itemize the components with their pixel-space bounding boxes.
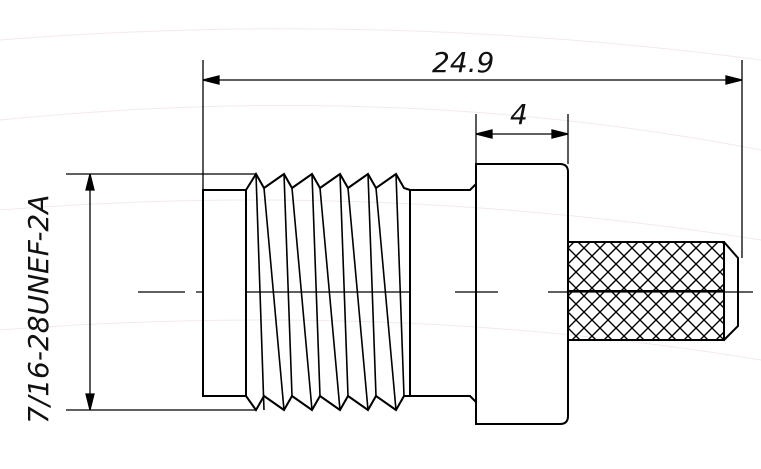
flange [475,163,569,425]
dim-flange-width [475,114,569,164]
thread-spec-label: 7/16-28UNEF-2A [22,195,55,424]
thread-outline [245,172,411,191]
overall-length-label: 24.9 [432,46,494,79]
dim-overall-length [202,60,743,258]
rear-body [202,189,246,397]
flange-width-label: 4 [510,98,528,131]
background-curves [0,28,761,361]
dim-thread-diameter [66,173,256,411]
connector-body [202,163,739,425]
neck [410,183,477,191]
thread-helix [255,173,405,411]
